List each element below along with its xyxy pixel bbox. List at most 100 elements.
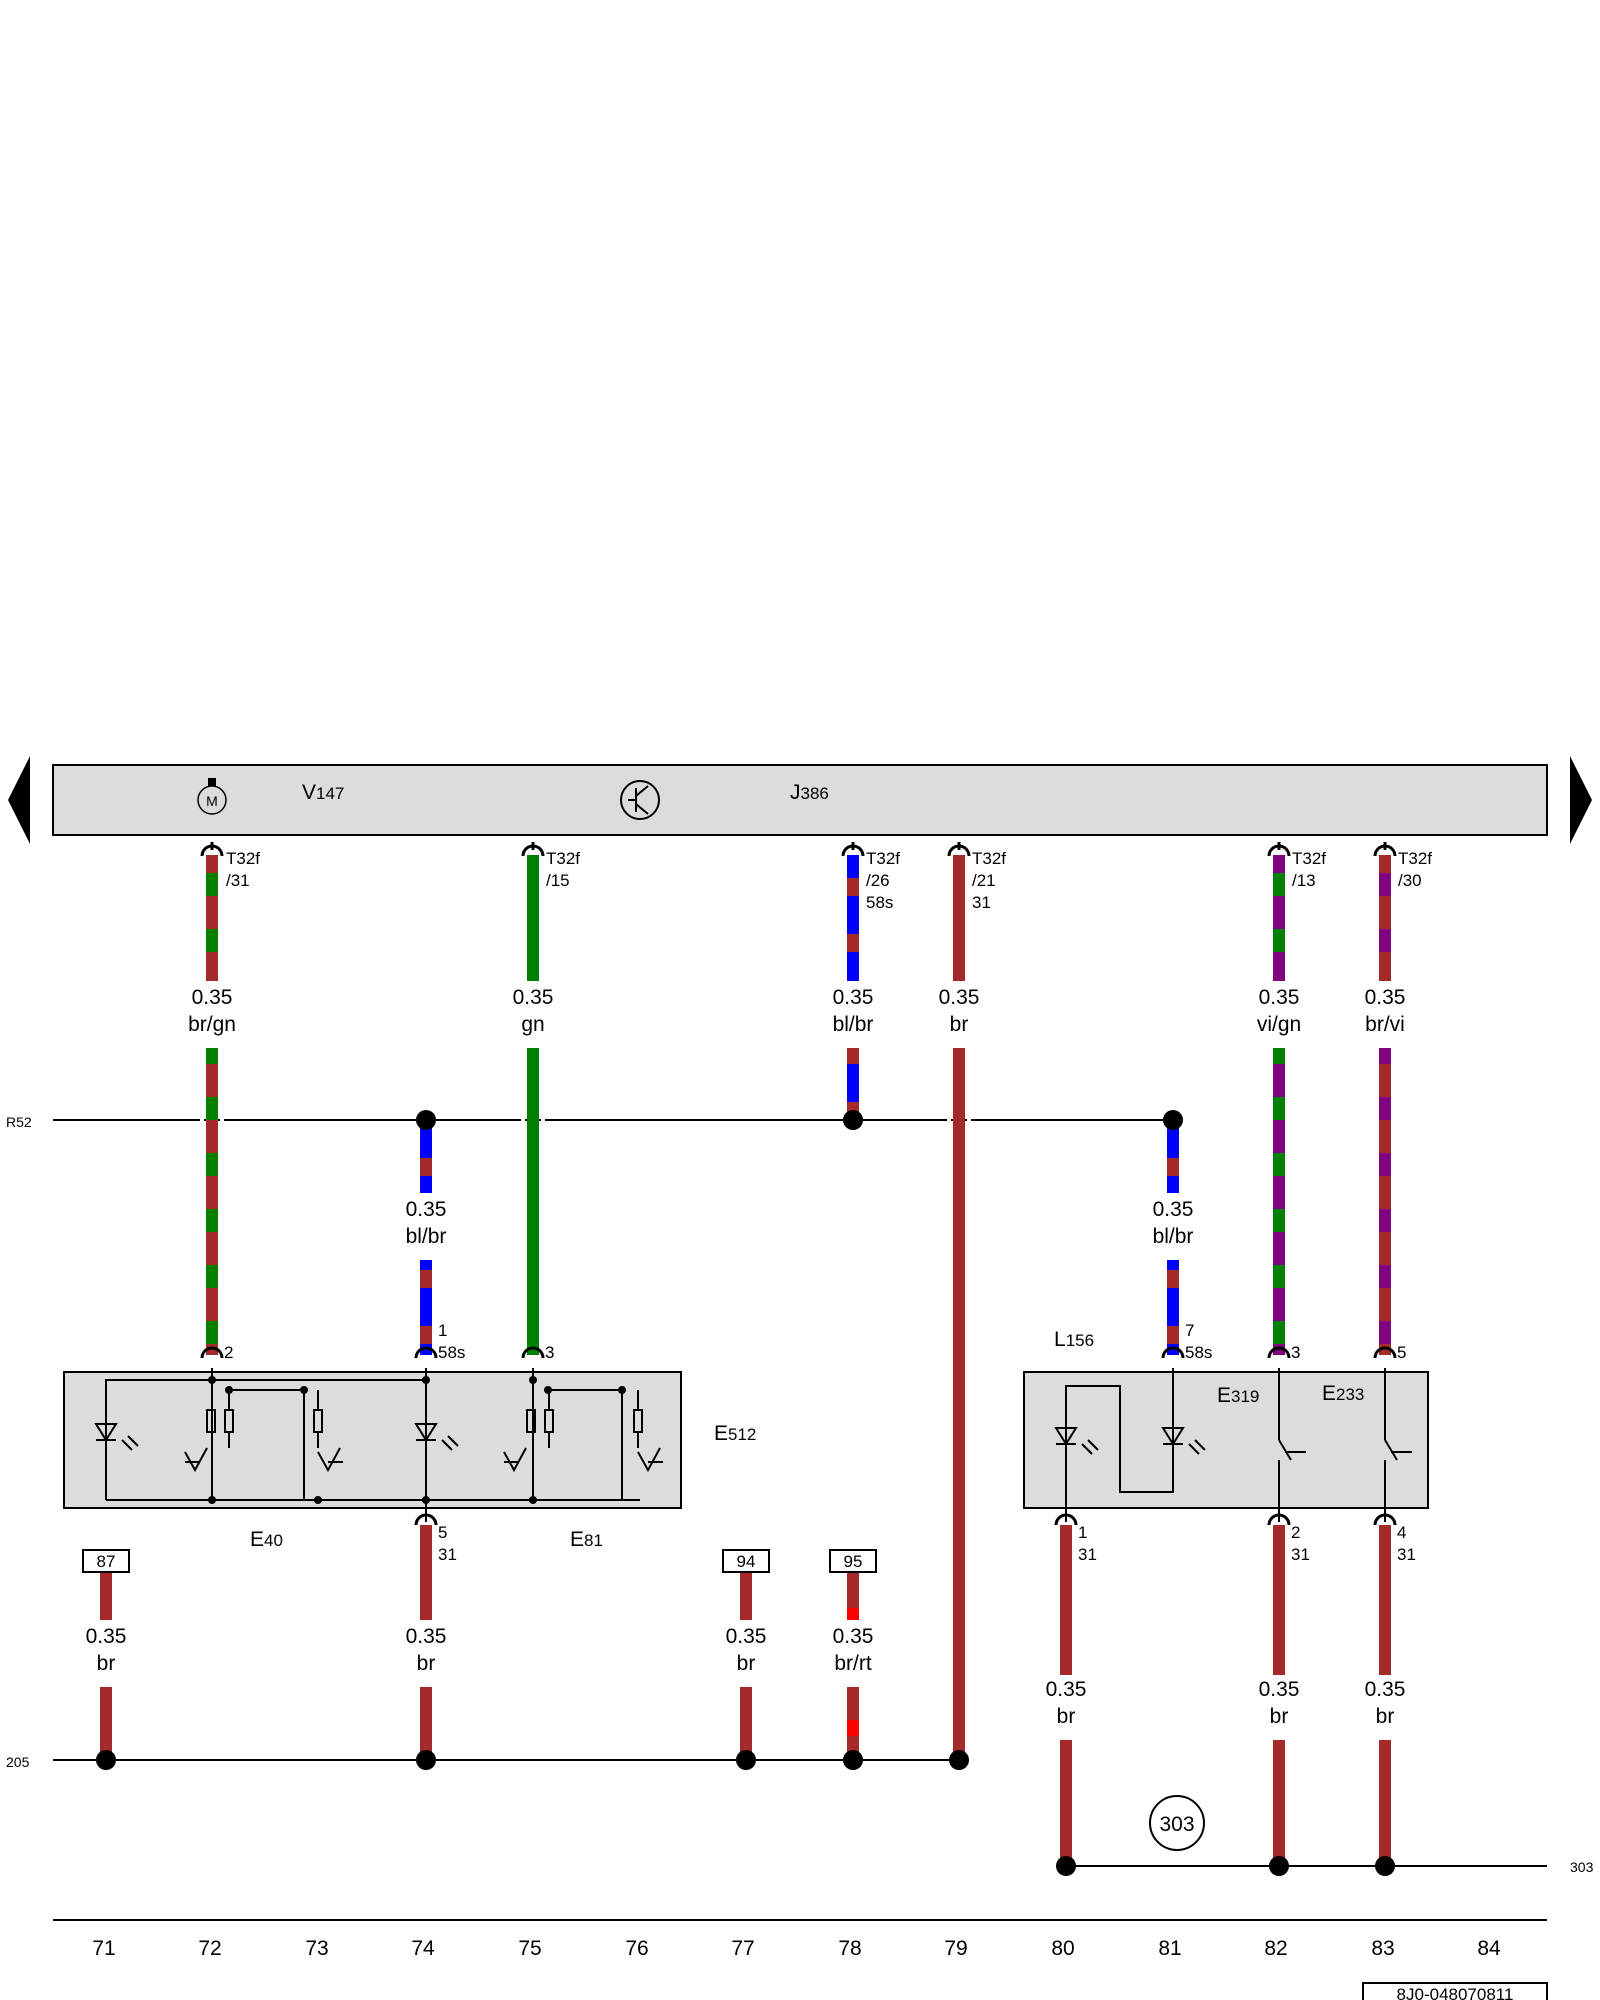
pin-number: 2	[224, 1343, 233, 1362]
previous-page-arrow-icon[interactable]	[8, 756, 30, 844]
connector-number: /21	[972, 871, 996, 890]
control-unit-bar	[52, 764, 1548, 836]
wire-gauge: 0.35	[833, 986, 874, 1009]
wire-79-lower	[953, 1048, 965, 1760]
pin-number: 1	[438, 1321, 447, 1340]
ground-point-label: 303	[1159, 1813, 1194, 1836]
wire-83-a	[1379, 1525, 1391, 1675]
connector-number: /31	[226, 871, 250, 890]
wire-gauge: 0.35	[86, 1625, 127, 1648]
connector-extra: 31	[972, 893, 991, 912]
ground-point-303	[1149, 1795, 1205, 1851]
wire-72-lower	[206, 1048, 218, 1355]
wire-74-a	[420, 1525, 432, 1620]
pin-number: 31	[1291, 1545, 1310, 1564]
wire-gauge: 0.35	[1259, 1678, 1300, 1701]
connector-label: T32f	[1398, 849, 1432, 868]
track-number: 80	[1051, 1937, 1074, 1960]
track-numbers: 71 72 73 74 75 76 77 78 79 80 81 82 83 8…	[92, 1937, 1501, 1960]
track-number: 76	[625, 1937, 648, 1960]
ref-box-label: 87	[97, 1552, 116, 1571]
component-e40-label: E40	[250, 1528, 283, 1551]
wire-75-top	[527, 855, 539, 981]
connector-label: T32f	[546, 849, 580, 868]
wire-gauge: 0.35	[1153, 1198, 1194, 1221]
motor-icon: M	[197, 778, 227, 815]
connector-number: /26	[866, 871, 890, 890]
led-icon	[1161, 1427, 1206, 1455]
track-number: 81	[1158, 1937, 1181, 1960]
document-number: 8J0-048070811	[1397, 1985, 1514, 2000]
wire-color: br	[950, 1013, 969, 1036]
track-number: 72	[198, 1937, 221, 1960]
wire-71-a	[100, 1572, 112, 1620]
wire-gauge: 0.35	[406, 1625, 447, 1648]
wire-82-b	[1273, 1740, 1285, 1866]
wire-color: br	[417, 1652, 436, 1675]
wire-83-top	[1379, 855, 1391, 981]
wire-color: br	[97, 1652, 116, 1675]
wire-82-lower	[1273, 1048, 1285, 1355]
rail-205-label: 205	[6, 1754, 30, 1770]
track-number: 74	[411, 1937, 435, 1960]
wire-77-b	[740, 1687, 752, 1760]
connector-number: /13	[1292, 871, 1316, 890]
wire-gauge: 0.35	[1259, 986, 1300, 1009]
wire-color: bl/br	[406, 1225, 447, 1248]
wire-color: bl/br	[1153, 1225, 1194, 1248]
wire-78-b	[847, 1687, 859, 1760]
pin-labels: 2 1 58s 3 5 31 7 58s 3 5 1 31 2 31 4 31	[224, 1321, 1416, 1564]
component-j386-label: J386	[790, 781, 829, 804]
wire-77-a	[740, 1572, 752, 1620]
pin-number: 31	[1078, 1545, 1097, 1564]
wire-80-b	[1060, 1740, 1072, 1866]
track-number: 77	[731, 1937, 754, 1960]
pin-number: 2	[1291, 1523, 1300, 1542]
module-right	[1023, 1368, 1429, 1522]
connector-number: /30	[1398, 871, 1422, 890]
wire-gauge: 0.35	[1046, 1678, 1087, 1701]
track-number: 78	[838, 1937, 861, 1960]
module-e512	[63, 1368, 682, 1522]
wire-gauge: 0.35	[1365, 986, 1406, 1009]
component-v147-label: V147	[302, 781, 344, 804]
rail-303-label: 303	[1570, 1859, 1594, 1875]
pin-number: 4	[1397, 1523, 1406, 1542]
wire-color: br	[1376, 1705, 1395, 1728]
wire-79-top	[953, 855, 965, 981]
transistor-icon	[620, 780, 660, 820]
led-icon	[94, 1423, 139, 1451]
component-e81-label: E81	[570, 1528, 603, 1551]
wire-color: br	[737, 1652, 756, 1675]
wire-78-lower	[847, 1048, 859, 1120]
component-e319-label: E319	[1217, 1384, 1259, 1407]
pin-number: 3	[1291, 1343, 1300, 1362]
wire-82-top	[1273, 855, 1285, 981]
wire-82-a	[1273, 1525, 1285, 1675]
pin-number: 7	[1185, 1321, 1194, 1340]
pin-number: 58s	[438, 1343, 465, 1362]
wire-81-mid	[1167, 1260, 1179, 1355]
wire-color: br/rt	[834, 1652, 872, 1675]
wire-color: vi/gn	[1257, 1013, 1301, 1036]
ref-box-label: 95	[844, 1552, 863, 1571]
wire-gauge: 0.35	[726, 1625, 767, 1648]
wire-74-b	[420, 1687, 432, 1760]
component-e512-label: E512	[714, 1422, 756, 1445]
track-number: 71	[92, 1937, 115, 1960]
wire-72-top	[206, 855, 218, 981]
pin-number: 5	[438, 1523, 447, 1542]
wire-gauge: 0.35	[1365, 1678, 1406, 1701]
next-page-arrow-icon[interactable]	[1570, 756, 1592, 844]
wire-gauge: 0.35	[192, 986, 233, 1009]
component-l156-label: L156	[1054, 1328, 1094, 1351]
header-connector-labels: T32f /31 T32f /15 T32f /26 58s T32f /21 …	[226, 849, 1432, 912]
track-number: 84	[1477, 1937, 1501, 1960]
ref-box-label: 94	[737, 1552, 756, 1571]
document-number-box	[1362, 1982, 1548, 2000]
wire-labels-bottom: 0.35 br 0.35 br 0.35 br 0.35 br/rt 0.35 …	[86, 1625, 1406, 1728]
wire-color: bl/br	[833, 1013, 874, 1036]
connector-label: T32f	[866, 849, 900, 868]
wire-75-lower	[527, 1048, 539, 1355]
pin-number: 5	[1397, 1343, 1406, 1362]
